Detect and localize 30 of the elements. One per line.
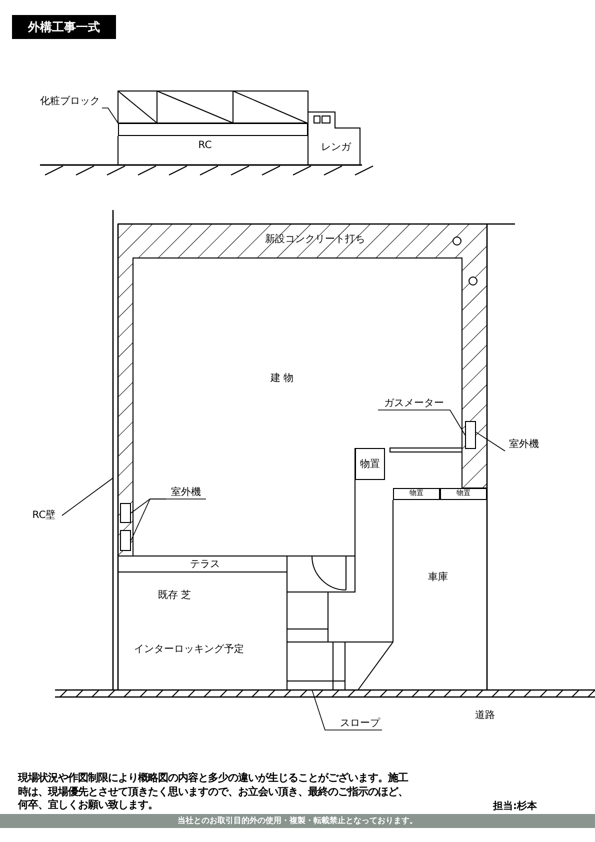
leader-line <box>130 498 206 541</box>
wall-label: レンガ <box>318 140 354 154</box>
title: 外構工事一式 <box>12 15 116 39</box>
unit-box <box>120 503 131 523</box>
block-row <box>118 123 308 136</box>
storage-box: 物置 <box>355 448 385 480</box>
callout-label: 室外機 <box>166 486 206 499</box>
note-text: 現場状況や作図制限により概略図の内容と多少の違いが生じることがございます。施工時は、現場優先とさせて頂きたく思いますので、お立会い頂き、最終のご指示のほど、何卒、宜しくお願い致します。 <box>18 772 410 814</box>
wall-label: RC <box>190 138 220 152</box>
callout-label: RC壁 <box>26 509 62 522</box>
leader-line <box>312 690 382 730</box>
area-label: 新設コンクリート打ち <box>265 234 365 245</box>
callout-label: スロープ <box>338 716 382 730</box>
leader-line <box>102 108 118 124</box>
area-label: インターロッキング予定 <box>134 644 244 655</box>
room-label: 車庫 <box>420 570 456 584</box>
room-label: 建 物 <box>250 370 314 386</box>
callout-label: 化粧ブロック <box>38 95 102 108</box>
callout-label: ガスメーター <box>378 397 450 410</box>
leader-line <box>476 432 506 452</box>
area-label: テラス <box>190 559 220 570</box>
callout-label: 室外機 <box>505 437 543 451</box>
staff-label: 担当:杉本 <box>493 801 537 812</box>
area-label: 既存 芝 <box>158 590 192 601</box>
unit-box <box>120 530 131 551</box>
area-label: 道路 <box>475 710 495 721</box>
leader-line <box>62 478 114 516</box>
leader-line <box>378 410 466 436</box>
unit-box <box>465 421 476 449</box>
copyright-bar: 当社とのお取引目的外の使用・複製・転載禁止となっております。 <box>0 814 595 828</box>
